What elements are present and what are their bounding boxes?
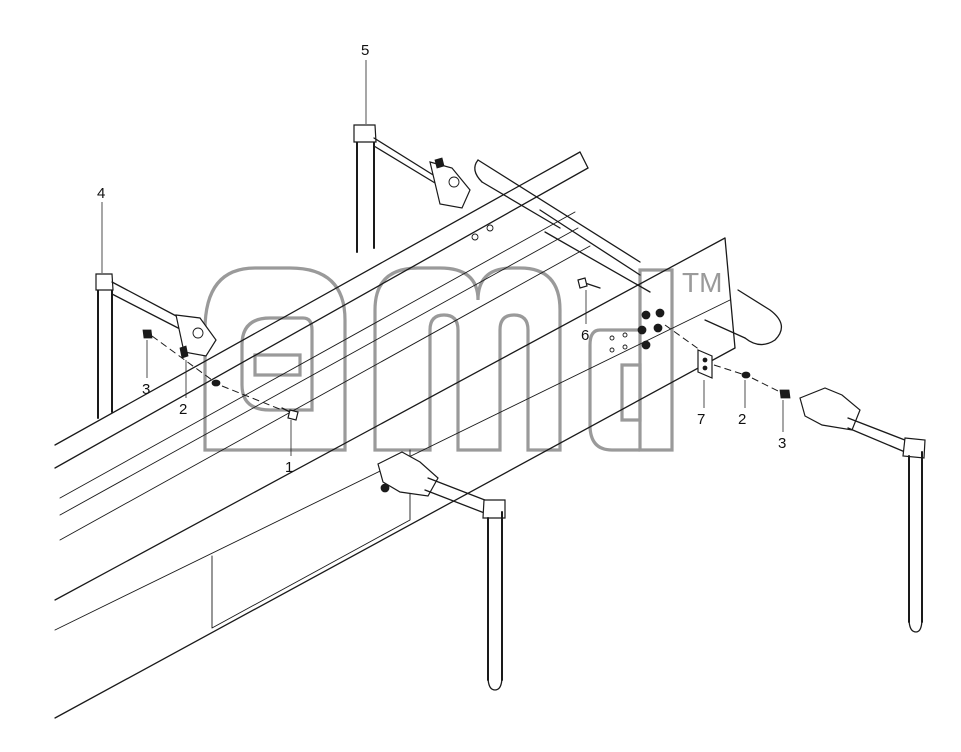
front-support-arm-right	[799, 387, 926, 633]
fasteners	[142, 224, 791, 421]
callout-2-left: 2	[179, 401, 187, 418]
callout-3-left: 3	[142, 381, 150, 398]
callout-6: 6	[581, 327, 589, 344]
rear-support-arm-5	[353, 124, 471, 253]
callout-3-right: 3	[778, 435, 786, 452]
callout-4: 4	[97, 185, 105, 202]
main-frame-beam	[54, 151, 736, 719]
front-support-arm-center	[377, 451, 506, 691]
leader-lines	[101, 60, 784, 456]
trademark-mark: TM	[682, 267, 722, 298]
callout-1: 1	[285, 459, 293, 476]
callout-2-right: 2	[738, 411, 746, 428]
callouts: 5 4 3 2 1 6 7 2 3	[97, 42, 786, 476]
cross-members	[474, 159, 782, 346]
callout-7: 7	[697, 411, 705, 428]
watermark-logo: TM	[203, 266, 722, 452]
callout-5: 5	[361, 42, 369, 59]
rear-support-arm-4	[95, 273, 217, 419]
